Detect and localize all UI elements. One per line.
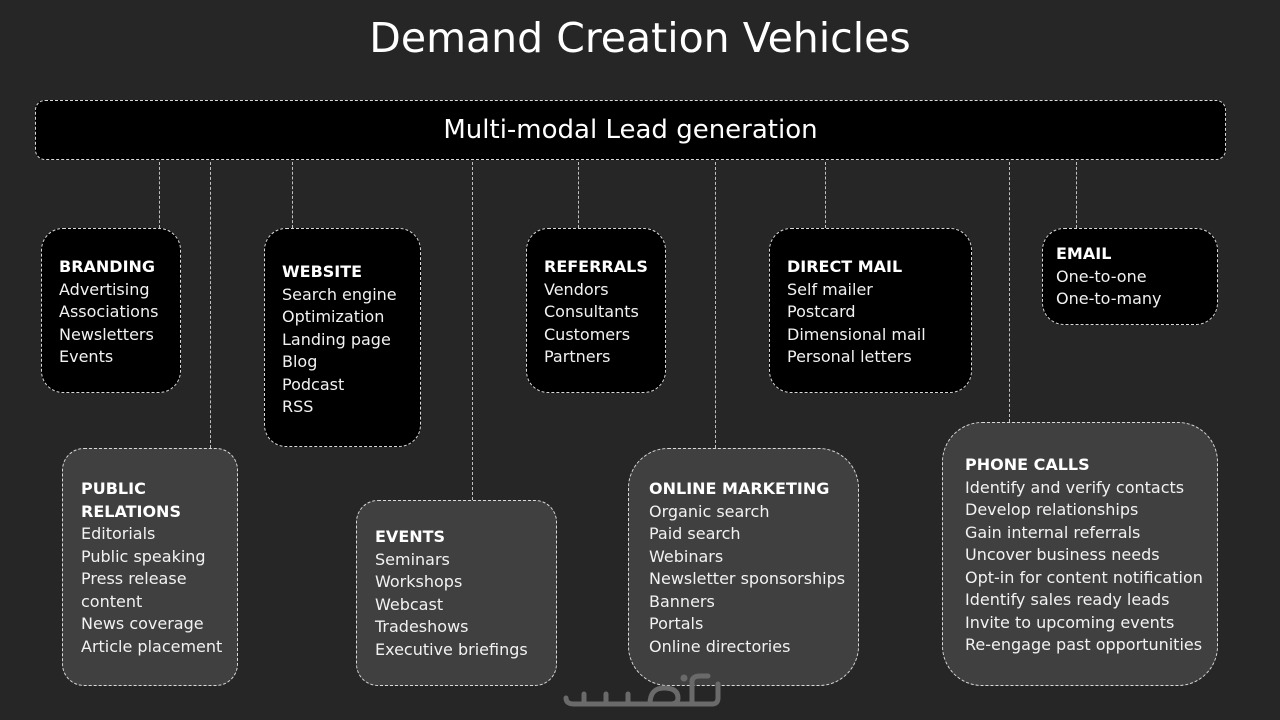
website-item: Optimization	[282, 307, 385, 326]
branding-box: BRANDING Advertising Associations Newsle…	[41, 228, 181, 393]
connector-branding	[159, 162, 160, 228]
email-box: EMAIL One-to-one One-to-many	[1042, 228, 1218, 325]
lead-generation-banner: Multi-modal Lead generation	[35, 100, 1226, 160]
public-relations-item: Article placement	[81, 636, 223, 656]
direct-mail-title: DIRECT MAIL	[787, 257, 903, 276]
connector-referrals	[578, 162, 579, 228]
connector-phone-calls	[1009, 162, 1010, 422]
page-title: Demand Creation Vehicles	[369, 14, 911, 62]
watermark-logo	[563, 673, 721, 707]
website-box: WEBSITE Search engine Optimization Landi…	[264, 228, 421, 447]
connector-direct-mail	[825, 162, 826, 228]
events-item: Workshops	[375, 572, 463, 591]
website-title: WEBSITE	[282, 262, 363, 281]
events-item: Executive briefings	[375, 639, 528, 659]
direct-mail-item: Dimensional mail	[787, 324, 926, 344]
branding-item: Events	[59, 347, 114, 366]
public-relations-item: Press release content	[81, 569, 187, 611]
online-marketing-title: ONLINE MARKETING	[649, 479, 830, 498]
referrals-title: REFERRALS	[544, 257, 648, 276]
public-relations-item: News coverage	[81, 614, 204, 633]
website-item: Blog	[282, 352, 318, 371]
referrals-item: Vendors	[544, 279, 609, 299]
connector-website	[292, 162, 293, 228]
events-box: EVENTS Seminars Workshops Webcast Trades…	[356, 500, 557, 686]
phone-calls-box: PHONE CALLS Identify and verify contacts…	[942, 422, 1218, 686]
direct-mail-item: Personal letters	[787, 347, 912, 366]
online-marketing-item: Banners	[649, 591, 715, 611]
phone-calls-item: Identify sales ready leads	[965, 590, 1170, 609]
phone-calls-item: Opt-in for content notification	[965, 567, 1203, 587]
online-marketing-item: Webinars	[649, 546, 724, 566]
phone-calls-item: Uncover business needs	[965, 545, 1160, 564]
direct-mail-item: Self mailer	[787, 279, 873, 299]
online-marketing-item: Portals	[649, 614, 704, 633]
public-relations-item: Public speaking	[81, 546, 206, 566]
referrals-item: Consultants	[544, 302, 639, 321]
events-item: Tradeshows	[375, 617, 469, 636]
connector-email	[1076, 162, 1077, 228]
email-item: One-to-one	[1056, 266, 1147, 286]
phone-calls-item: Re-engage past opportunities	[965, 635, 1203, 654]
email-item: One-to-many	[1056, 289, 1162, 308]
referrals-item: Customers	[544, 324, 631, 344]
phone-calls-item: Identify and verify contacts	[965, 477, 1185, 497]
connector-events	[472, 162, 473, 500]
branding-item: Associations	[59, 302, 159, 321]
online-marketing-box: ONLINE MARKETING Organic search Paid sea…	[628, 448, 859, 686]
online-marketing-item: Newsletter sponsorships	[649, 569, 846, 588]
public-relations-title: PUBLIC RELATIONS	[81, 479, 181, 521]
direct-mail-box: DIRECT MAIL Self mailer Postcard Dimensi…	[769, 228, 972, 393]
referrals-item: Partners	[544, 347, 611, 366]
banner-label: Multi-modal Lead generation	[443, 115, 818, 145]
referrals-box: REFERRALS Vendors Consultants Customers …	[526, 228, 666, 393]
events-item: Webcast	[375, 594, 444, 614]
website-item: Search engine	[282, 284, 397, 304]
connector-online-marketing	[715, 162, 716, 448]
phone-calls-item: Develop relationships	[965, 500, 1139, 519]
website-item: RSS	[282, 397, 314, 416]
events-title: EVENTS	[375, 527, 446, 546]
website-item: Podcast	[282, 374, 345, 394]
public-relations-box: PUBLIC RELATIONS Editorials Public speak…	[62, 448, 238, 686]
online-marketing-item: Organic search	[649, 501, 770, 521]
direct-mail-item: Postcard	[787, 302, 856, 321]
branding-item: Advertising	[59, 279, 150, 299]
branding-item: Newsletters	[59, 324, 154, 344]
online-marketing-item: Paid search	[649, 524, 741, 543]
events-item: Seminars	[375, 549, 450, 569]
branding-title: BRANDING	[59, 257, 156, 276]
email-title: EMAIL	[1056, 244, 1112, 263]
phone-calls-title: PHONE CALLS	[965, 455, 1090, 474]
website-item: Landing page	[282, 329, 391, 349]
phone-calls-item: Invite to upcoming events	[965, 612, 1175, 632]
online-marketing-item: Online directories	[649, 636, 791, 656]
public-relations-item: Editorials	[81, 524, 156, 543]
connector-public-relations	[210, 162, 211, 448]
phone-calls-item: Gain internal referrals	[965, 522, 1141, 542]
